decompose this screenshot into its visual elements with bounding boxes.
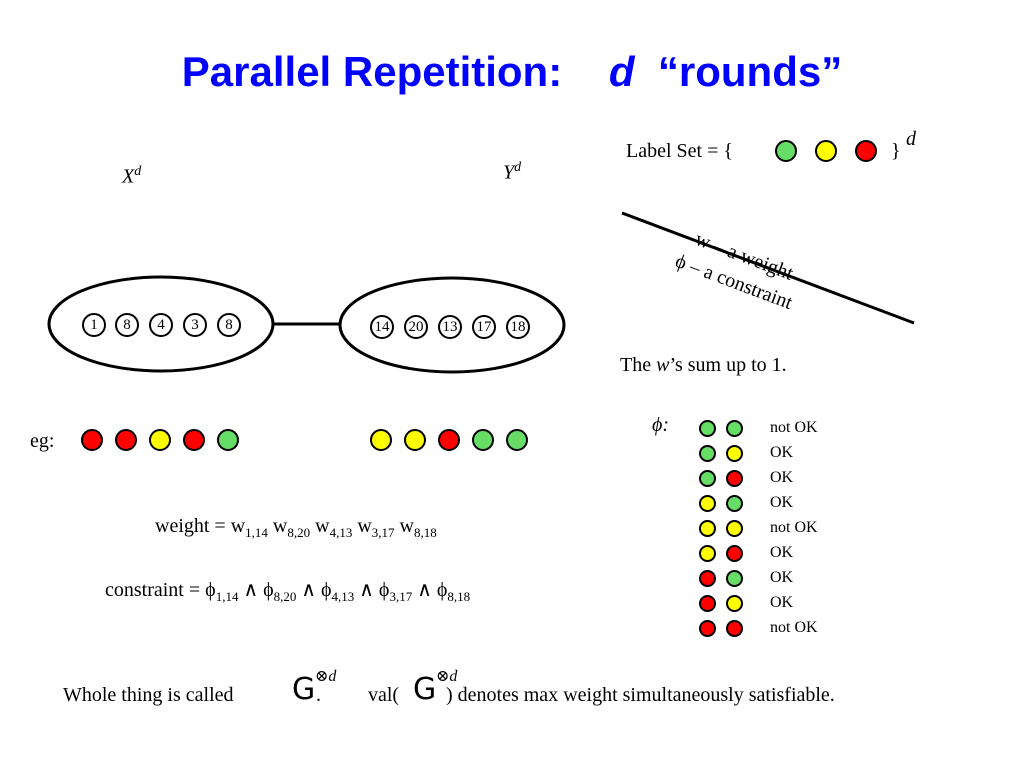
eg-left-color-dot bbox=[217, 429, 239, 451]
phi-right-color-dot bbox=[726, 620, 743, 637]
phi-right-color-dot bbox=[726, 420, 743, 437]
val-description: ) denotes max weight simultaneously sati… bbox=[446, 684, 835, 706]
y-node: 20 bbox=[404, 315, 428, 339]
eg-right-color-dot bbox=[506, 429, 528, 451]
bottom-period: . bbox=[316, 684, 321, 706]
y-node: 13 bbox=[438, 315, 462, 339]
phi-result-label: not OK bbox=[770, 519, 818, 536]
phi-right-color-dot bbox=[726, 470, 743, 487]
x-node: 3 bbox=[183, 313, 207, 337]
phi-left-color-dot bbox=[699, 570, 716, 587]
eg-left-color-dot bbox=[115, 429, 137, 451]
phi-result-label: OK bbox=[770, 494, 794, 511]
bottom-sentence: Whole thing is called bbox=[63, 684, 234, 706]
x-node: 8 bbox=[217, 313, 241, 337]
label-set-prefix: Label Set = { bbox=[626, 140, 733, 162]
constraint-formula: constraint = ϕ1,14 ∧ ϕ8,20 ∧ ϕ4,13 ∧ ϕ3,… bbox=[105, 579, 471, 604]
and-operator: ∧ bbox=[238, 579, 264, 601]
phi-right-color-dot bbox=[726, 570, 743, 587]
phi-right-color-dot bbox=[726, 520, 743, 537]
formula-term: w1,14 bbox=[230, 515, 268, 540]
phi-result-label: OK bbox=[770, 444, 794, 461]
label-set-color-dot bbox=[775, 140, 797, 162]
phi-result-label: OK bbox=[770, 544, 794, 561]
eg-left-color-dot bbox=[149, 429, 171, 451]
phi-left-color-dot bbox=[699, 420, 716, 437]
and-operator: ∧ bbox=[412, 579, 437, 601]
sum-text: The w’s sum up to 1. bbox=[620, 354, 787, 376]
phi-result-label: OK bbox=[770, 569, 794, 586]
and-operator: ∧ bbox=[354, 579, 379, 601]
phi-left-color-dot bbox=[699, 595, 716, 612]
phi-right-color-dot bbox=[726, 595, 743, 612]
eg-label: eg: bbox=[30, 430, 55, 452]
formula-term: w8,18 bbox=[399, 515, 437, 540]
game-tensor-exponent-val: ⊗d bbox=[436, 668, 458, 685]
formula-term: ϕ8,18 bbox=[436, 579, 471, 604]
formula-term: w8,20 bbox=[272, 515, 311, 540]
label-set-exponent: d bbox=[906, 128, 916, 150]
slide-title: Parallel Repetition: d “rounds” bbox=[0, 48, 1024, 96]
formula-term: ϕ3,17 bbox=[378, 579, 413, 604]
title-main: Parallel Repetition: bbox=[181, 48, 563, 95]
phi-label: ϕ: bbox=[652, 414, 670, 436]
phi-right-color-dot bbox=[726, 445, 743, 462]
val-open: val( bbox=[368, 684, 400, 706]
eg-right-color-dot bbox=[404, 429, 426, 451]
and-operator: ∧ bbox=[296, 579, 321, 601]
label-set-suffix: } bbox=[891, 140, 901, 162]
eg-left-color-dot bbox=[81, 429, 103, 451]
eg-right-color-dot bbox=[472, 429, 494, 451]
phi-left-color-dot bbox=[699, 445, 716, 462]
x-set-label: Xd bbox=[122, 164, 142, 188]
weight-formula: weight = w1,14 w8,20 w4,13 w3,17 w8,18 bbox=[155, 515, 437, 540]
phi-result-label: not OK bbox=[770, 419, 818, 436]
title-quoted: “rounds” bbox=[657, 48, 843, 95]
eg-right-color-dot bbox=[370, 429, 392, 451]
phi-right-color-dot bbox=[726, 545, 743, 562]
label-set-color-dot bbox=[855, 140, 877, 162]
phi-left-color-dot bbox=[699, 520, 716, 537]
formula-term: ϕ4,13 bbox=[321, 579, 355, 604]
formula-term: ϕ1,14 bbox=[205, 579, 239, 604]
phi-left-color-dot bbox=[699, 495, 716, 512]
y-node: 17 bbox=[472, 315, 496, 339]
eg-right-color-dot bbox=[438, 429, 460, 451]
phi-result-label: OK bbox=[770, 594, 794, 611]
phi-left-color-dot bbox=[699, 470, 716, 487]
x-node: 1 bbox=[82, 313, 106, 337]
x-node: 8 bbox=[115, 313, 139, 337]
eg-left-color-dot bbox=[183, 429, 205, 451]
y-node: 14 bbox=[370, 315, 394, 339]
phi-right-color-dot bbox=[726, 495, 743, 512]
x-node: 4 bbox=[149, 313, 173, 337]
title-variable: d bbox=[608, 48, 635, 95]
phi-left-color-dot bbox=[699, 620, 716, 637]
formula-term: ϕ8,20 bbox=[263, 579, 297, 604]
y-node: 18 bbox=[506, 315, 530, 339]
label-set-color-dot bbox=[815, 140, 837, 162]
game-tensor-exponent: ⊗d bbox=[315, 668, 337, 685]
formula-term: w3,17 bbox=[357, 515, 395, 540]
formula-term: w4,13 bbox=[315, 515, 353, 540]
divider-line bbox=[621, 211, 915, 325]
phi-left-color-dot bbox=[699, 545, 716, 562]
phi-result-label: not OK bbox=[770, 619, 818, 636]
game-symbol: G bbox=[292, 672, 316, 707]
phi-result-label: OK bbox=[770, 469, 794, 486]
y-set-label: Yd bbox=[503, 160, 522, 184]
game-symbol-val: G bbox=[413, 672, 437, 707]
